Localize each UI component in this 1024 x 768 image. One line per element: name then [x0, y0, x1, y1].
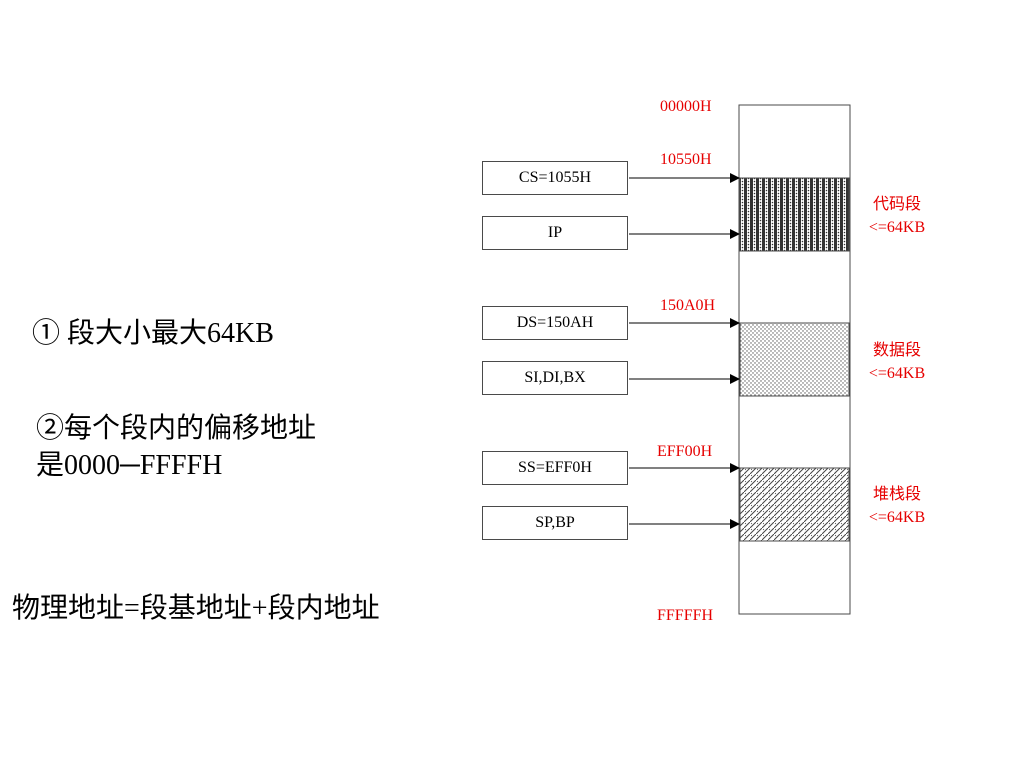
- register-ip-label: IP: [547, 224, 563, 241]
- physical-address-formula: 物理地址=段基地址+段内地址: [12, 593, 380, 624]
- register-si-di-bx-label: SI,DI,BX: [524, 369, 586, 386]
- offset-note-line1: ②每个段内的偏移地址: [36, 413, 317, 444]
- register-si-di-bx-box: SI,DI,BX: [482, 361, 628, 395]
- code-segment-block: [739, 177, 850, 252]
- code-segment-label: 代码段 <=64KB: [852, 193, 942, 239]
- address-end: FFFFFH: [657, 607, 714, 624]
- stack-segment-name: 堆栈段: [872, 486, 921, 503]
- data-segment-block: [739, 322, 850, 397]
- register-cs-box: CS=1055H: [482, 161, 628, 195]
- data-segment-name: 数据段: [872, 342, 921, 359]
- code-segment-size: <=64KB: [868, 219, 926, 236]
- stack-segment-size: <=64KB: [868, 509, 926, 526]
- register-cs-label: CS=1055H: [518, 169, 592, 186]
- segment-size-note: ① 段大小最大64KB: [32, 318, 274, 349]
- address-start: 00000H: [660, 98, 712, 115]
- register-ds-label: DS=150AH: [516, 314, 594, 331]
- code-segment-name: 代码段: [872, 196, 921, 213]
- register-ds-box: DS=150AH: [482, 306, 628, 340]
- register-ip-box: IP: [482, 216, 628, 250]
- register-ss-label: SS=EFF0H: [518, 459, 592, 476]
- data-segment-size: <=64KB: [868, 365, 926, 382]
- stack-segment-block: [739, 467, 850, 542]
- offset-note-line2: 是0000─FFFFH: [36, 450, 223, 481]
- stack-segment-label: 堆栈段 <=64KB: [852, 483, 942, 529]
- register-sp-bp-box: SP,BP: [482, 506, 628, 540]
- register-ss-box: SS=EFF0H: [482, 451, 628, 485]
- address-code: 10550H: [660, 151, 712, 168]
- data-segment-label: 数据段 <=64KB: [852, 339, 942, 385]
- address-stack: EFF00H: [657, 443, 713, 460]
- address-data: 150A0H: [660, 297, 716, 314]
- register-sp-bp-label: SP,BP: [535, 514, 575, 531]
